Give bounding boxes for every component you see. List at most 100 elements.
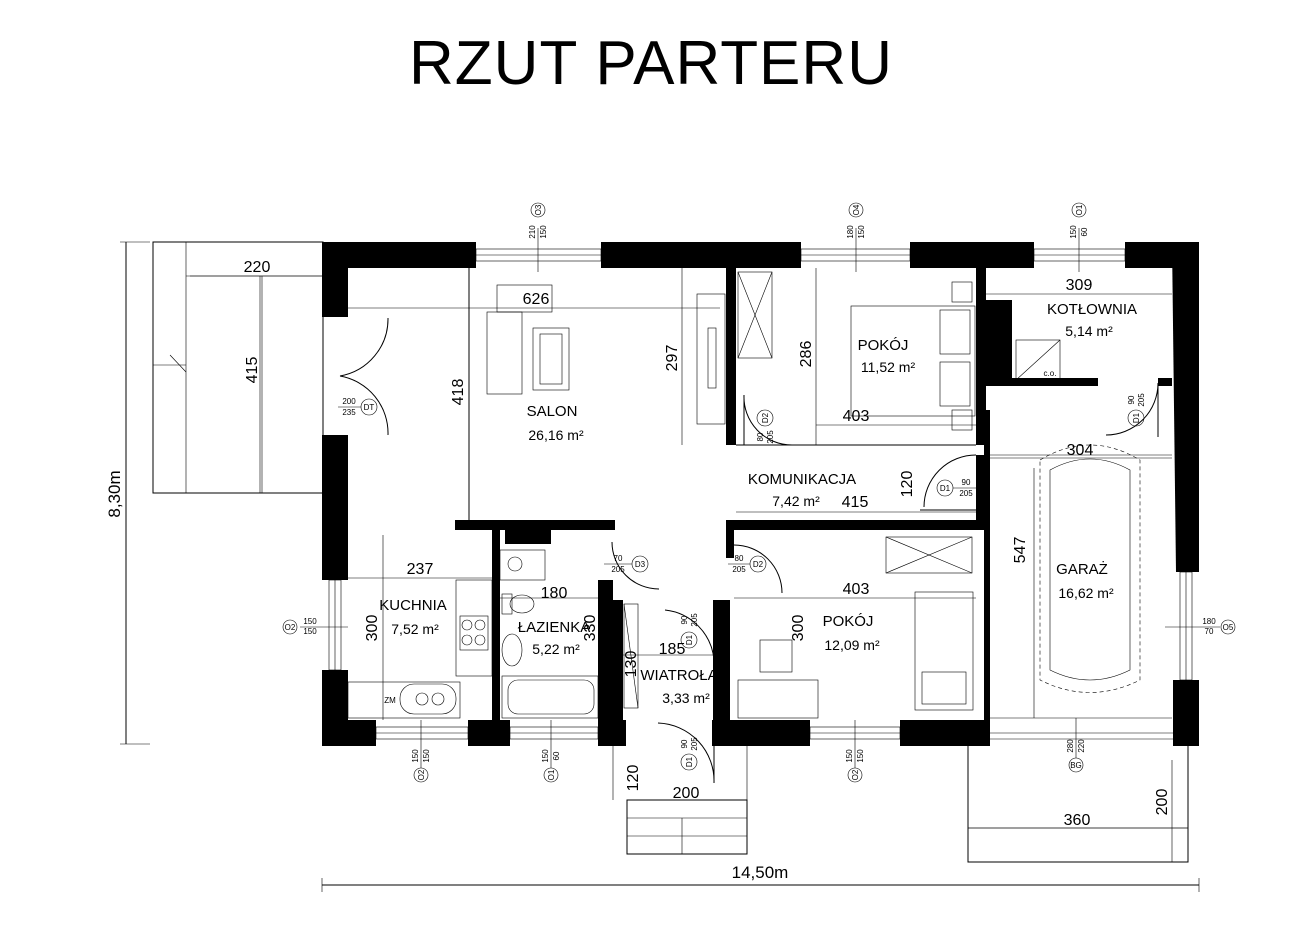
o1-top-size-b: 60 bbox=[1080, 227, 1089, 236]
door-marker-d3: D3 70 205 bbox=[604, 554, 649, 574]
d1-ent-size-b: 205 bbox=[690, 737, 699, 751]
dim-overall-height: 8,30m bbox=[105, 470, 124, 517]
o2-bl-size: 150 bbox=[411, 749, 420, 763]
garaz-name: GARAŻ bbox=[1056, 560, 1108, 578]
dim-130: 130 bbox=[623, 651, 640, 678]
dim-360: 360 bbox=[1064, 812, 1091, 829]
door-marker-d1-entrance: D1 90 205 bbox=[680, 737, 699, 771]
dim-200b: 200 bbox=[1154, 789, 1171, 816]
dim-185: 185 bbox=[659, 641, 686, 658]
d2-mid-size: 80 bbox=[735, 554, 744, 563]
o5-size-b: 70 bbox=[1205, 627, 1214, 636]
dim-330: 330 bbox=[582, 615, 599, 642]
o3-code: O3 bbox=[534, 204, 543, 215]
d2-mid-size-b: 205 bbox=[732, 565, 746, 574]
d1-ent-size: 90 bbox=[680, 739, 689, 748]
door-marker-dt: DT 200 235 bbox=[338, 397, 378, 417]
dt-size-b: 235 bbox=[342, 408, 356, 417]
dimension-lines bbox=[120, 241, 1200, 892]
o2-bm-size-b: 150 bbox=[856, 749, 865, 763]
o1-bottom-size: 150 bbox=[541, 749, 550, 763]
dt-code: DT bbox=[364, 403, 375, 412]
dim-120b: 120 bbox=[625, 765, 642, 792]
d1-kom-size: 90 bbox=[962, 478, 971, 487]
d3-size: 70 bbox=[614, 554, 623, 563]
window-marker-o2-left: O2 150 150 bbox=[282, 617, 348, 636]
dim-415b: 415 bbox=[842, 494, 869, 511]
d1-wia-code: D1 bbox=[685, 634, 694, 645]
d2-top-code: D2 bbox=[761, 412, 770, 423]
salon-area: 26,16 m² bbox=[528, 427, 584, 443]
bg-code: BG bbox=[1070, 761, 1082, 770]
o2-bl-code: O2 bbox=[417, 769, 426, 780]
dim-309: 309 bbox=[1066, 277, 1093, 294]
o1-bottom-code: O1 bbox=[547, 769, 556, 780]
window-marker-o2-bm: O2 150 150 bbox=[845, 720, 865, 783]
d1-kot-size: 90 bbox=[1127, 395, 1136, 404]
dim-547: 547 bbox=[1012, 537, 1029, 564]
dim-297: 297 bbox=[664, 345, 681, 372]
dim-120a: 120 bbox=[899, 471, 916, 498]
wiatrolap-area: 3,33 m² bbox=[662, 690, 710, 706]
dim-403a: 403 bbox=[843, 408, 870, 425]
d1-wia-size: 90 bbox=[680, 615, 689, 624]
o2-bl-size-b: 150 bbox=[422, 749, 431, 763]
page-title: RZUT PARTERU bbox=[409, 29, 893, 98]
komunikacja-area: 7,42 m² bbox=[772, 493, 820, 509]
d2-mid-code: D2 bbox=[753, 560, 764, 569]
markers: O3 210 150 O4 180 150 O1 150 60 O2 150 1… bbox=[282, 202, 1236, 783]
dim-220: 220 bbox=[244, 259, 271, 276]
dim-200a: 200 bbox=[673, 785, 700, 802]
bg-size-b: 220 bbox=[1077, 739, 1086, 753]
o5-size: 180 bbox=[1202, 617, 1216, 626]
d2-top-size-b: 205 bbox=[766, 430, 775, 444]
window-marker-o1-bottom: O1 150 60 bbox=[541, 720, 561, 783]
dim-418: 418 bbox=[450, 379, 467, 406]
dim-183: 183 bbox=[999, 309, 1016, 336]
furniture bbox=[347, 271, 1172, 719]
window-marker-o1-top: O1 150 60 bbox=[1069, 202, 1089, 272]
interior-walls bbox=[455, 268, 1172, 720]
dim-300a: 300 bbox=[364, 615, 381, 642]
d1-kom-size-b: 205 bbox=[959, 489, 973, 498]
d3-size-b: 205 bbox=[611, 565, 625, 574]
dt-size: 200 bbox=[342, 397, 356, 406]
dim-180: 180 bbox=[541, 585, 568, 602]
salon-name: SALON bbox=[527, 403, 578, 420]
windows bbox=[328, 248, 1193, 740]
dim-403b: 403 bbox=[843, 581, 870, 598]
pokoj-bottom-name: POKÓJ bbox=[823, 613, 874, 630]
d1-kot-code: D1 bbox=[1132, 412, 1141, 423]
dim-304: 304 bbox=[1067, 442, 1094, 459]
d1-kom-code: D1 bbox=[940, 484, 951, 493]
pokoj-bottom-area: 12,09 m² bbox=[824, 637, 880, 653]
dim-300b: 300 bbox=[790, 615, 807, 642]
o3-size-b: 150 bbox=[539, 225, 548, 239]
d3-code: D3 bbox=[635, 560, 646, 569]
wiatrolap-name: WIATROŁAP bbox=[640, 667, 727, 684]
o2-left-size-b: 150 bbox=[303, 627, 317, 636]
o3-size: 210 bbox=[528, 225, 537, 239]
d1-ent-code: D1 bbox=[685, 756, 694, 767]
o1-top-code: O1 bbox=[1075, 204, 1084, 215]
dimension-texts: 14,50m 8,30m 220 415 626 418 297 286 403… bbox=[105, 259, 1171, 882]
exterior-walls bbox=[322, 242, 1199, 746]
kotlownia-area: 5,14 m² bbox=[1065, 323, 1113, 339]
dim-415a: 415 bbox=[244, 357, 261, 384]
dim-overall-width: 14,50m bbox=[732, 863, 789, 882]
o5-code: O5 bbox=[1223, 623, 1234, 632]
o2-left-code: O2 bbox=[285, 623, 296, 632]
kuchnia-name: KUCHNIA bbox=[379, 597, 447, 614]
d1-wia-size-b: 205 bbox=[690, 613, 699, 627]
pokoj-top-area: 11,52 m² bbox=[861, 359, 916, 375]
terrace bbox=[152, 241, 324, 494]
kuchnia-area: 7,52 m² bbox=[391, 621, 439, 637]
o2-bm-code: O2 bbox=[851, 769, 860, 780]
o2-left-size: 150 bbox=[303, 617, 317, 626]
garage-door-marker-bg: BG 280 220 bbox=[1066, 718, 1086, 773]
boiler-label: c.o. bbox=[1044, 369, 1057, 378]
komunikacja-name: KOMUNIKACJA bbox=[748, 471, 856, 488]
door-marker-d2-mid: D2 80 205 bbox=[728, 554, 767, 574]
lazienka-area: 5,22 m² bbox=[532, 641, 580, 657]
